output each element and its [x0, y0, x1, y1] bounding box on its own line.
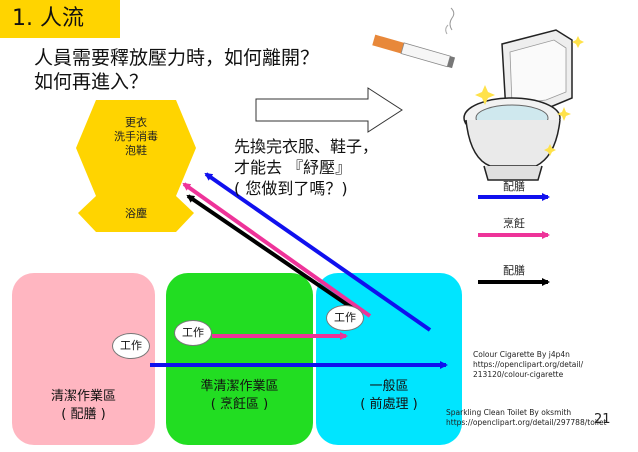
hexagon-air-shower: [78, 196, 194, 232]
black-return-arrow: [186, 194, 360, 314]
legend-label-black: 配膳: [503, 264, 525, 277]
legend-label-pink: 烹飪: [503, 217, 525, 230]
zone-clean: [12, 273, 155, 445]
question-text: 人員需要釋放壓力時，如何離開？ 如何再進入？: [34, 47, 320, 93]
legend-label-blue: 配膳: [503, 180, 525, 193]
credit-cigarette: Colour Cigarette By j4p4n https://opencl…: [473, 350, 584, 379]
pink-return-arrow: [182, 182, 372, 318]
work-label-semi: 工作: [174, 320, 212, 346]
zone-clean-label: 清潔作業區 ( 配膳 ): [50, 389, 116, 422]
blue-return-arrow: [204, 172, 432, 332]
work-label-clean: 工作: [112, 333, 150, 359]
page-number: 21: [594, 412, 611, 427]
zone-semi-clean: [166, 273, 313, 445]
instruction-text: 先換完衣服、鞋子， 才能去 『紓壓』 ( 您做到了嗎？): [234, 137, 379, 198]
zone-semi-label: 準清潔作業區 ( 烹飪區 ): [200, 379, 279, 412]
cigarette-icon: [372, 7, 456, 69]
zone-general-label: 一般區 ( 前處理 ): [360, 379, 418, 412]
credit-toilet: Sparkling Clean Toilet By oksmith https:…: [446, 408, 607, 427]
outline-arrow: [255, 87, 403, 133]
slide-title: 1. 人流: [0, 0, 120, 38]
hexagon-changing-room-label: 更衣 洗手消毒 泡鞋: [114, 116, 158, 157]
hexagon-changing-room: [76, 100, 196, 196]
work-label-general: 工作: [326, 305, 364, 331]
hexagon-air-shower-label: 浴塵: [125, 207, 147, 220]
toilet-icon: [463, 29, 584, 181]
